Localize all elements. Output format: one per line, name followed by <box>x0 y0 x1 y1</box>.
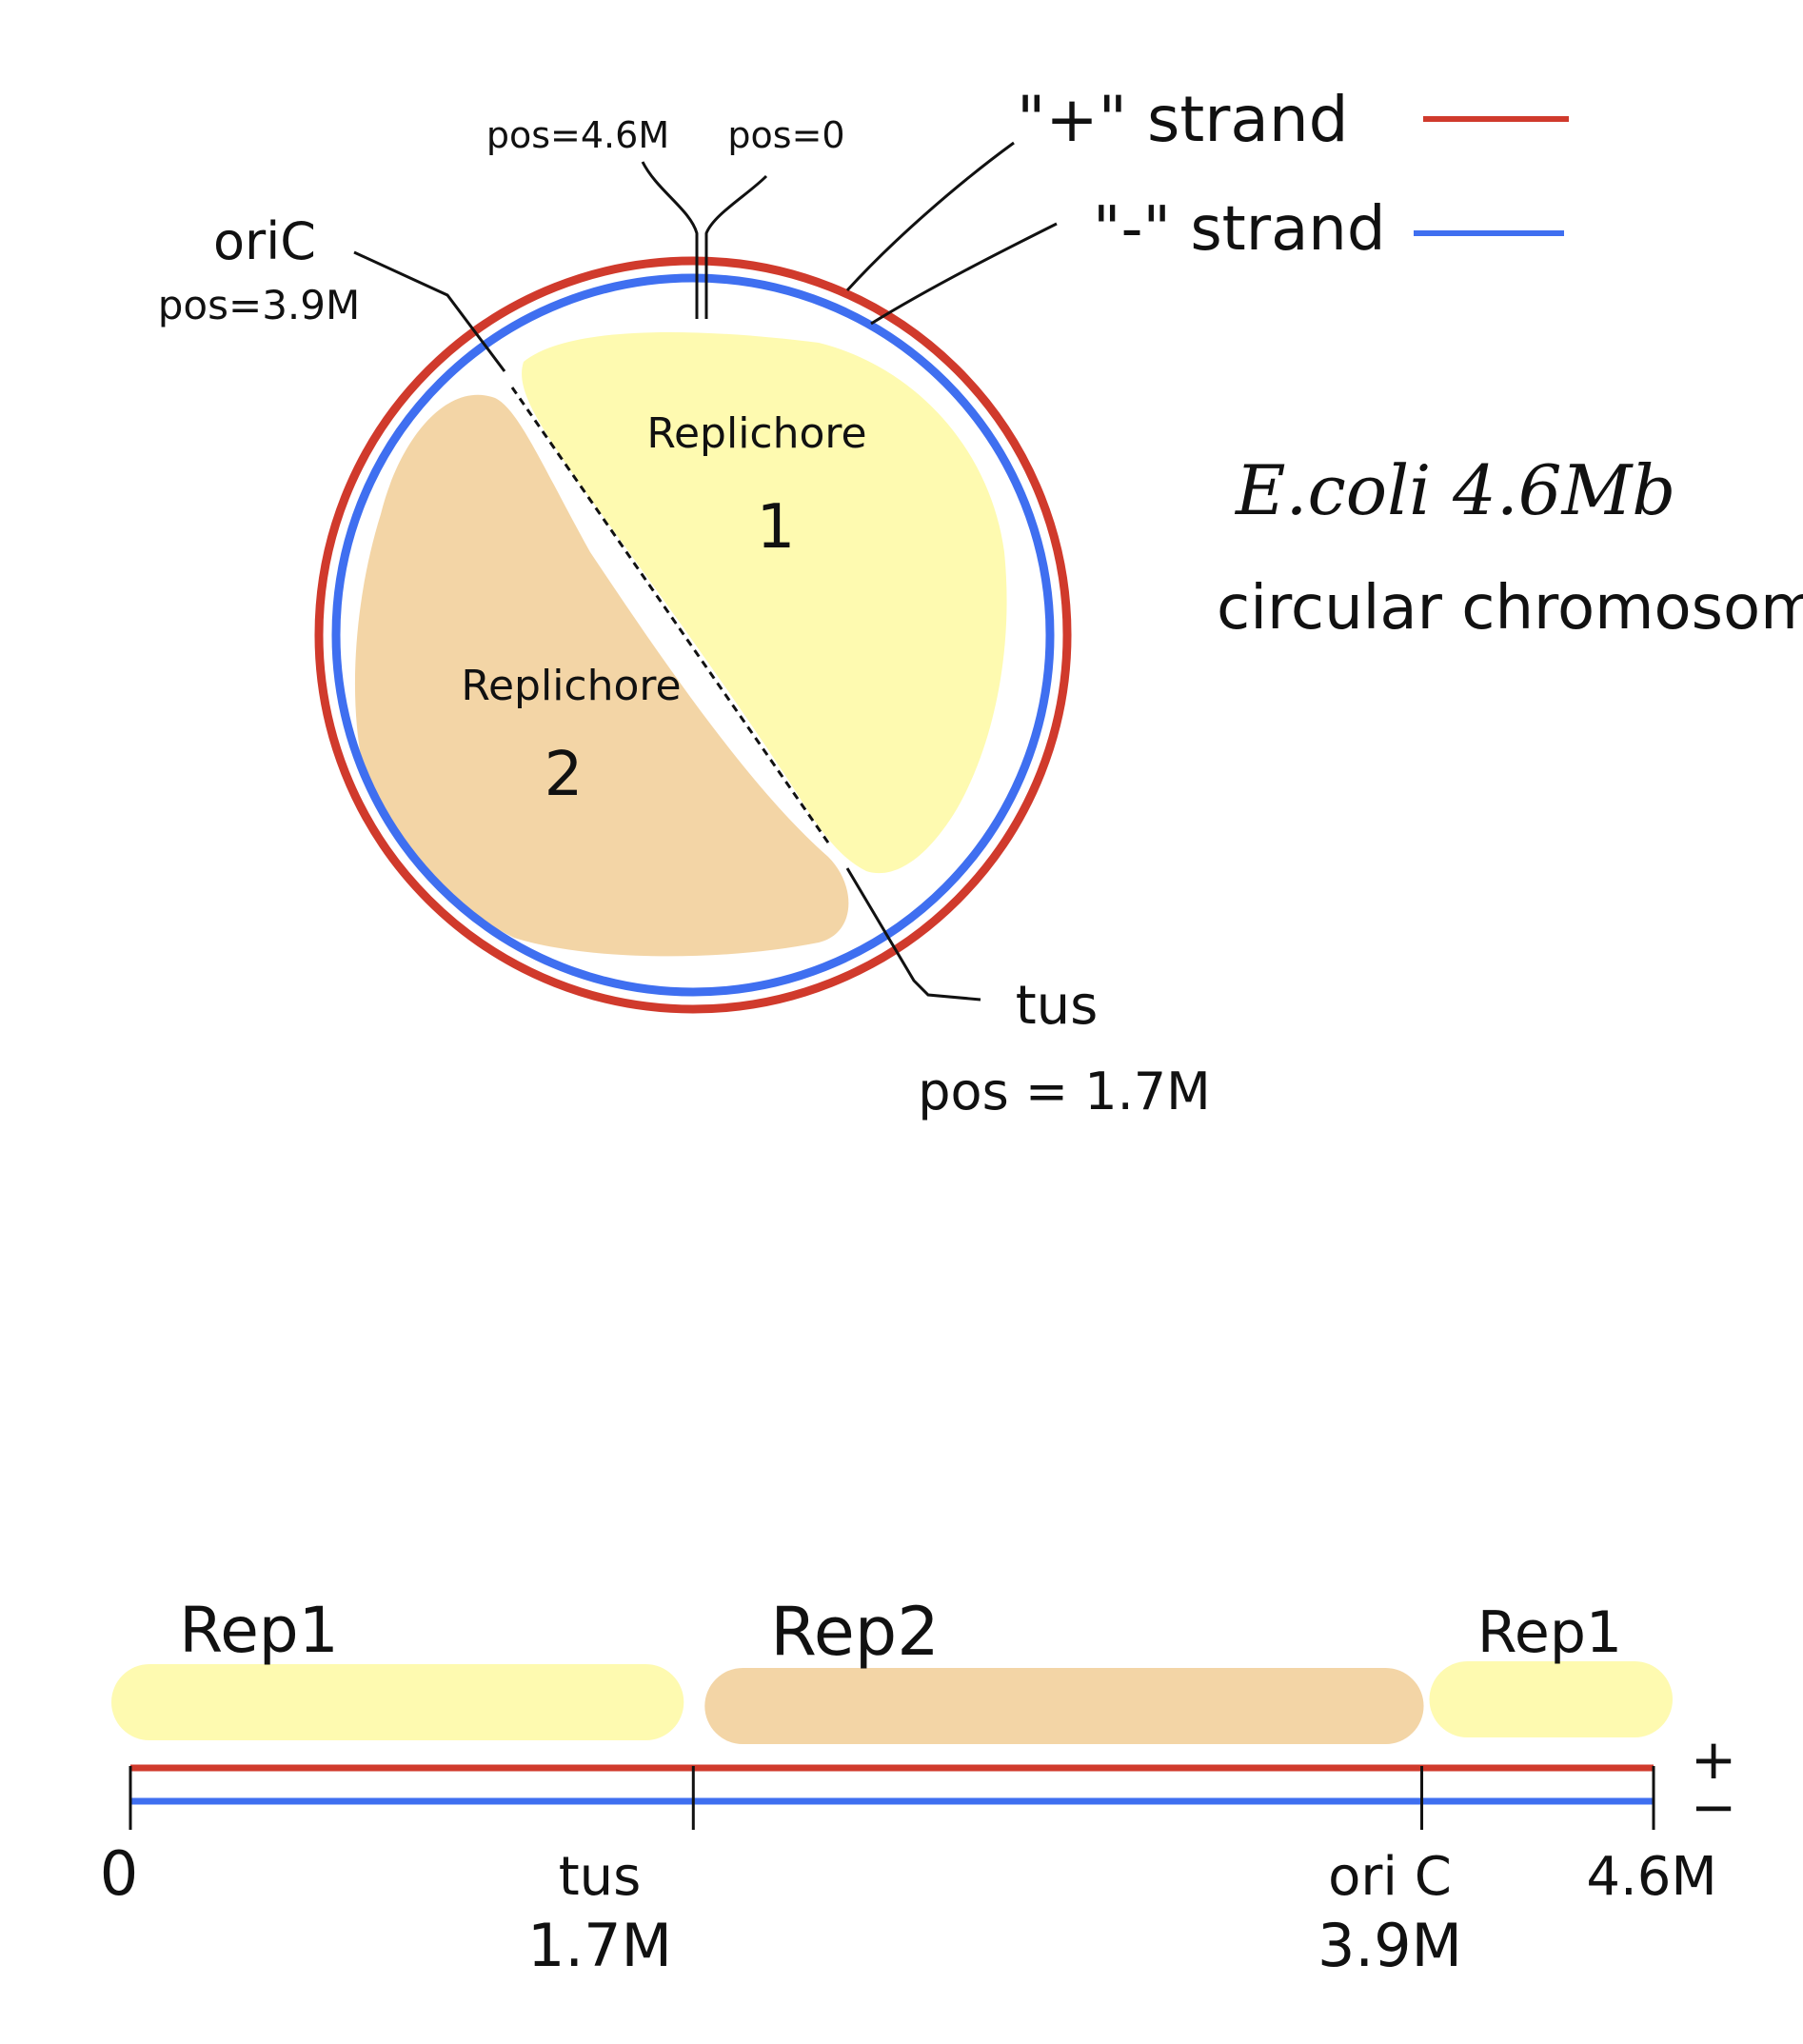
plus-strand-ring <box>314 256 1072 1014</box>
replichore-2-number: 2 <box>545 740 584 810</box>
pos-callout-line-right <box>704 174 768 319</box>
replichore-1-number: 1 <box>757 492 796 563</box>
plus-strand-symbol: + <box>1691 1727 1737 1792</box>
minus-strand-ring <box>331 273 1055 997</box>
plus-strand-callout-line <box>845 141 1015 292</box>
pos-end-label: pos=4.6M <box>486 114 669 156</box>
pos-start-label: pos=0 <box>727 114 844 156</box>
tick-pos-2: 3.9M <box>1318 1911 1462 1980</box>
legend-minus-label: "-" strand <box>1093 194 1385 265</box>
circular-chromosome: Replichore 1 Replichore 2 pos=4.6M pos=0… <box>158 114 1211 1121</box>
rep1-left-label: Rep1 <box>179 1594 338 1667</box>
minus-strand-symbol: − <box>1691 1775 1737 1839</box>
rep1-left-bar <box>111 1664 684 1740</box>
oric-callout-line <box>353 250 506 372</box>
tick-label-3: 4.6M <box>1586 1846 1716 1908</box>
tus-pos-label: pos = 1.7M <box>918 1062 1211 1121</box>
tus-callout-line <box>845 867 981 1002</box>
strand-legend: "+" strand "-" strand <box>1017 83 1569 265</box>
replichore-1-region <box>522 331 1007 874</box>
replichore-2-region <box>354 394 849 957</box>
minus-strand-callout-line <box>870 222 1058 326</box>
rep1-right-label: Rep1 <box>1477 1599 1622 1666</box>
legend-plus-label: "+" strand <box>1017 83 1349 156</box>
rep2-label: Rep2 <box>770 1593 940 1671</box>
replichore-2-label: Replichore <box>461 662 681 710</box>
replichore-1-label: Replichore <box>646 409 866 458</box>
rep2-bar <box>704 1668 1424 1744</box>
oric-label: oriC <box>213 211 316 271</box>
rep1-right-bar <box>1429 1661 1673 1737</box>
pos-callout-line-left <box>641 161 699 319</box>
title-line-2: circular chromosome <box>1217 573 1803 644</box>
title-line-1: E.coli 4.6Mb <box>1234 450 1675 530</box>
tick-label-1: tus <box>559 1846 642 1908</box>
tick-label-2: ori C <box>1328 1846 1452 1908</box>
tus-label: tus <box>1016 975 1099 1037</box>
oric-pos-label: pos=3.9M <box>158 282 360 328</box>
diagram-title: E.coli 4.6Mb circular chromosome <box>1217 450 1803 644</box>
tick-pos-1: 1.7M <box>527 1911 672 1980</box>
tick-label-0: 0 <box>100 1839 139 1910</box>
